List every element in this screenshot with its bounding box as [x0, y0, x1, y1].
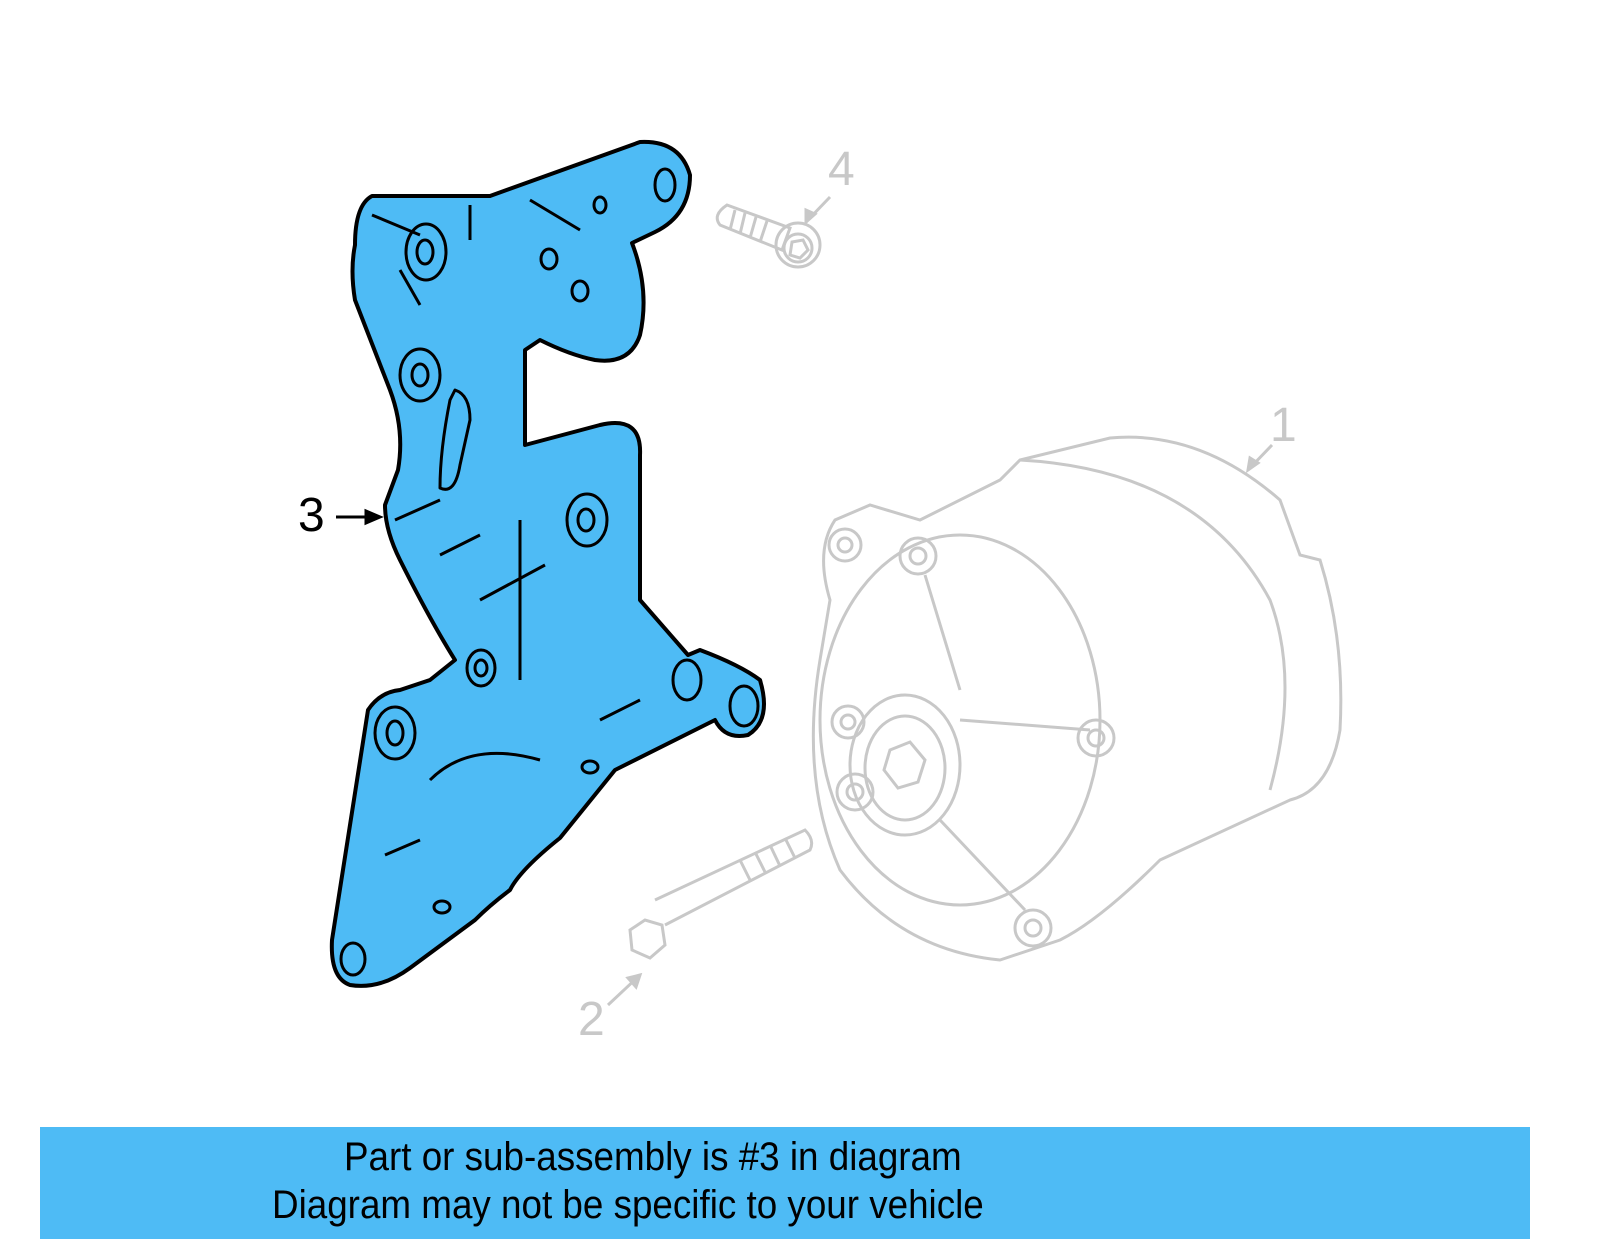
bolt-part-2[interactable] [606, 828, 814, 1007]
info-banner: Part or sub-assembly is #3 in diagram Di… [40, 1127, 1530, 1239]
callout-arrow-3 [336, 508, 384, 526]
callout-number-1[interactable]: 1 [1270, 399, 1297, 452]
bolt-part-4[interactable] [715, 195, 832, 269]
bracket-part-3[interactable] [329, 139, 766, 988]
parts-diagram [329, 139, 1343, 1007]
banner-line-disclaimer: Diagram may not be specific to your vehi… [272, 1183, 984, 1227]
callout-number-2[interactable]: 2 [578, 993, 605, 1046]
alternator-part-1[interactable] [811, 435, 1343, 962]
callout-number-4[interactable]: 4 [828, 143, 855, 196]
banner-line-part-number: Part or sub-assembly is #3 in diagram [344, 1135, 962, 1179]
callout-number-3[interactable]: 3 [298, 489, 325, 542]
